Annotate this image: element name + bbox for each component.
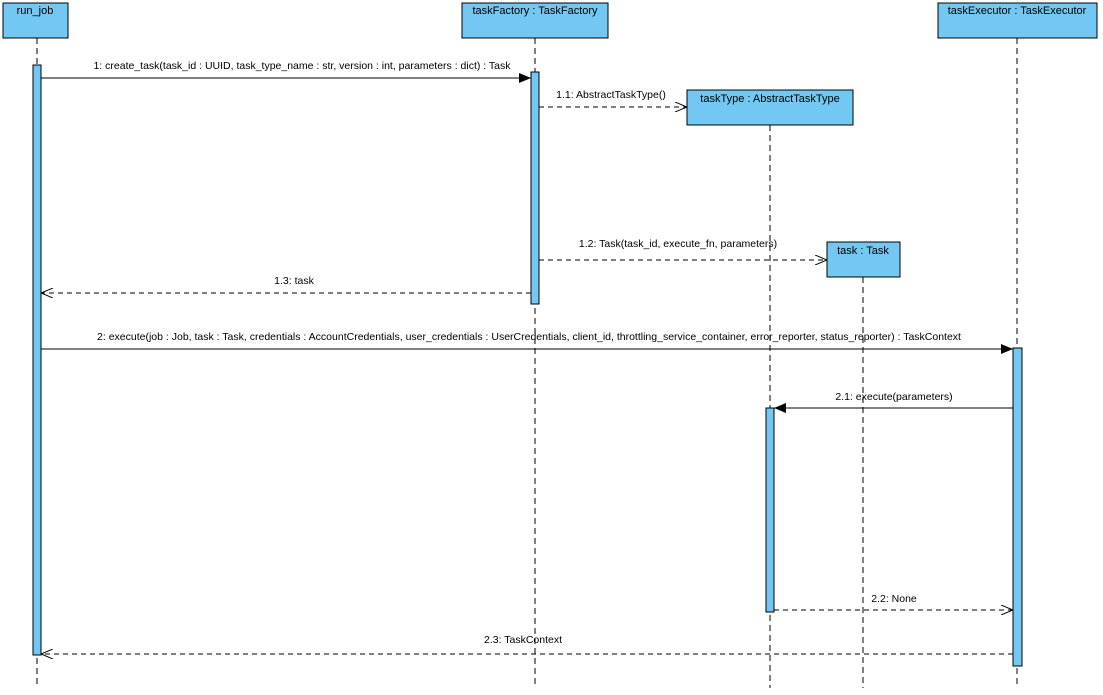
participant-task-executor[interactable]: taskExecutor : TaskExecutor — [937, 2, 1098, 39]
message-1-2-task: 1.2: Task(task_id, execute_fn, parameter… — [539, 238, 827, 260]
message-2-2-return-none: 2.2: None — [774, 593, 1013, 610]
activations — [32, 64, 1023, 667]
message-1-create-task: 1: create_task(task_id : UUID, task_type… — [41, 60, 531, 83]
participant-label: task : Task — [837, 245, 889, 257]
message-2-1-execute-parameters: 2.1: execute(parameters) — [774, 391, 1013, 413]
message-label: 1.2: Task(task_id, execute_fn, parameter… — [579, 238, 777, 250]
message-1-3-return-task: 1.3: task — [41, 275, 531, 293]
participant-box — [461, 2, 609, 39]
participant-box — [937, 2, 1098, 39]
message-label: 2: execute(job : Job, task : Task, crede… — [97, 331, 961, 343]
message-label: 2.2: None — [871, 593, 917, 605]
participant-task-type[interactable]: taskType : AbstractTaskType — [686, 89, 854, 126]
participant-label: taskType : AbstractTaskType — [700, 93, 839, 105]
participant-box — [826, 241, 901, 278]
message-2-3-return-task-context: 2.3: TaskContext — [41, 634, 1013, 654]
message-label: 2.1: execute(parameters) — [835, 391, 952, 403]
message-2-execute: 2: execute(job : Job, task : Task, crede… — [41, 331, 1013, 354]
message-label: 1: create_task(task_id : UUID, task_type… — [93, 60, 511, 72]
activation-task-factory — [530, 71, 540, 305]
activation-task-type — [765, 407, 775, 613]
participant-label: taskFactory : TaskFactory — [472, 5, 598, 17]
activation-run-job — [32, 64, 42, 656]
participant-task-factory[interactable]: taskFactory : TaskFactory — [461, 2, 609, 39]
participant-label: taskExecutor : TaskExecutor — [948, 5, 1087, 17]
participant-box — [686, 89, 854, 126]
activation-task-executor — [1012, 347, 1023, 667]
participant-run-job[interactable]: run_job — [2, 2, 69, 39]
lifelines — [36, 38, 1018, 688]
message-label: 1.3: task — [274, 275, 314, 287]
message-label: 1.1: AbstractTaskType() — [556, 89, 666, 101]
message-1-1-abstract-task-type: 1.1: AbstractTaskType() — [539, 89, 687, 107]
participant-box — [2, 2, 69, 39]
participant-task[interactable]: task : Task — [826, 241, 901, 278]
participant-label: run_job — [17, 5, 54, 17]
message-label: 2.3: TaskContext — [484, 634, 562, 646]
